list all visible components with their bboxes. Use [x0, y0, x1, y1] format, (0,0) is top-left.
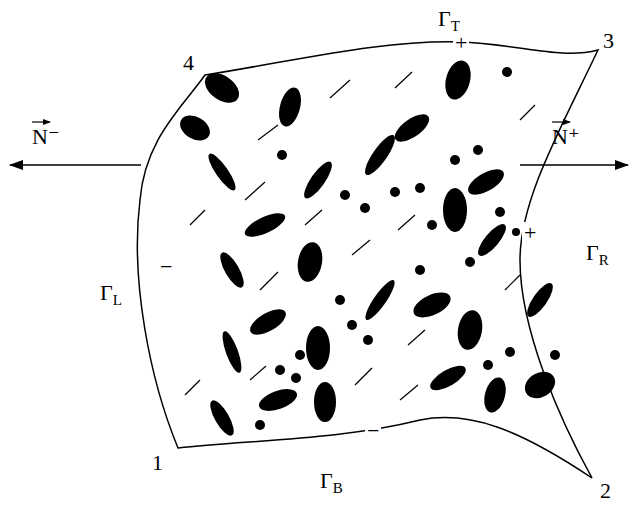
sign-label: −: [365, 420, 381, 442]
boundary-label: ΓR: [586, 242, 609, 268]
corner-number: 2: [600, 480, 611, 502]
sign-label: +: [522, 222, 538, 244]
corner-number: 3: [603, 30, 614, 52]
boundary-label: ΓB: [320, 470, 343, 496]
sign-label: +: [453, 32, 469, 54]
normal-label: N⁻: [32, 126, 60, 148]
boundary-label: ΓL: [100, 282, 122, 308]
sign-label: −: [160, 256, 172, 278]
corner-number: 4: [183, 52, 194, 74]
normal-label: N⁺: [552, 126, 580, 148]
boundary-label: ΓT: [438, 8, 460, 34]
corner-number: 1: [152, 452, 163, 474]
